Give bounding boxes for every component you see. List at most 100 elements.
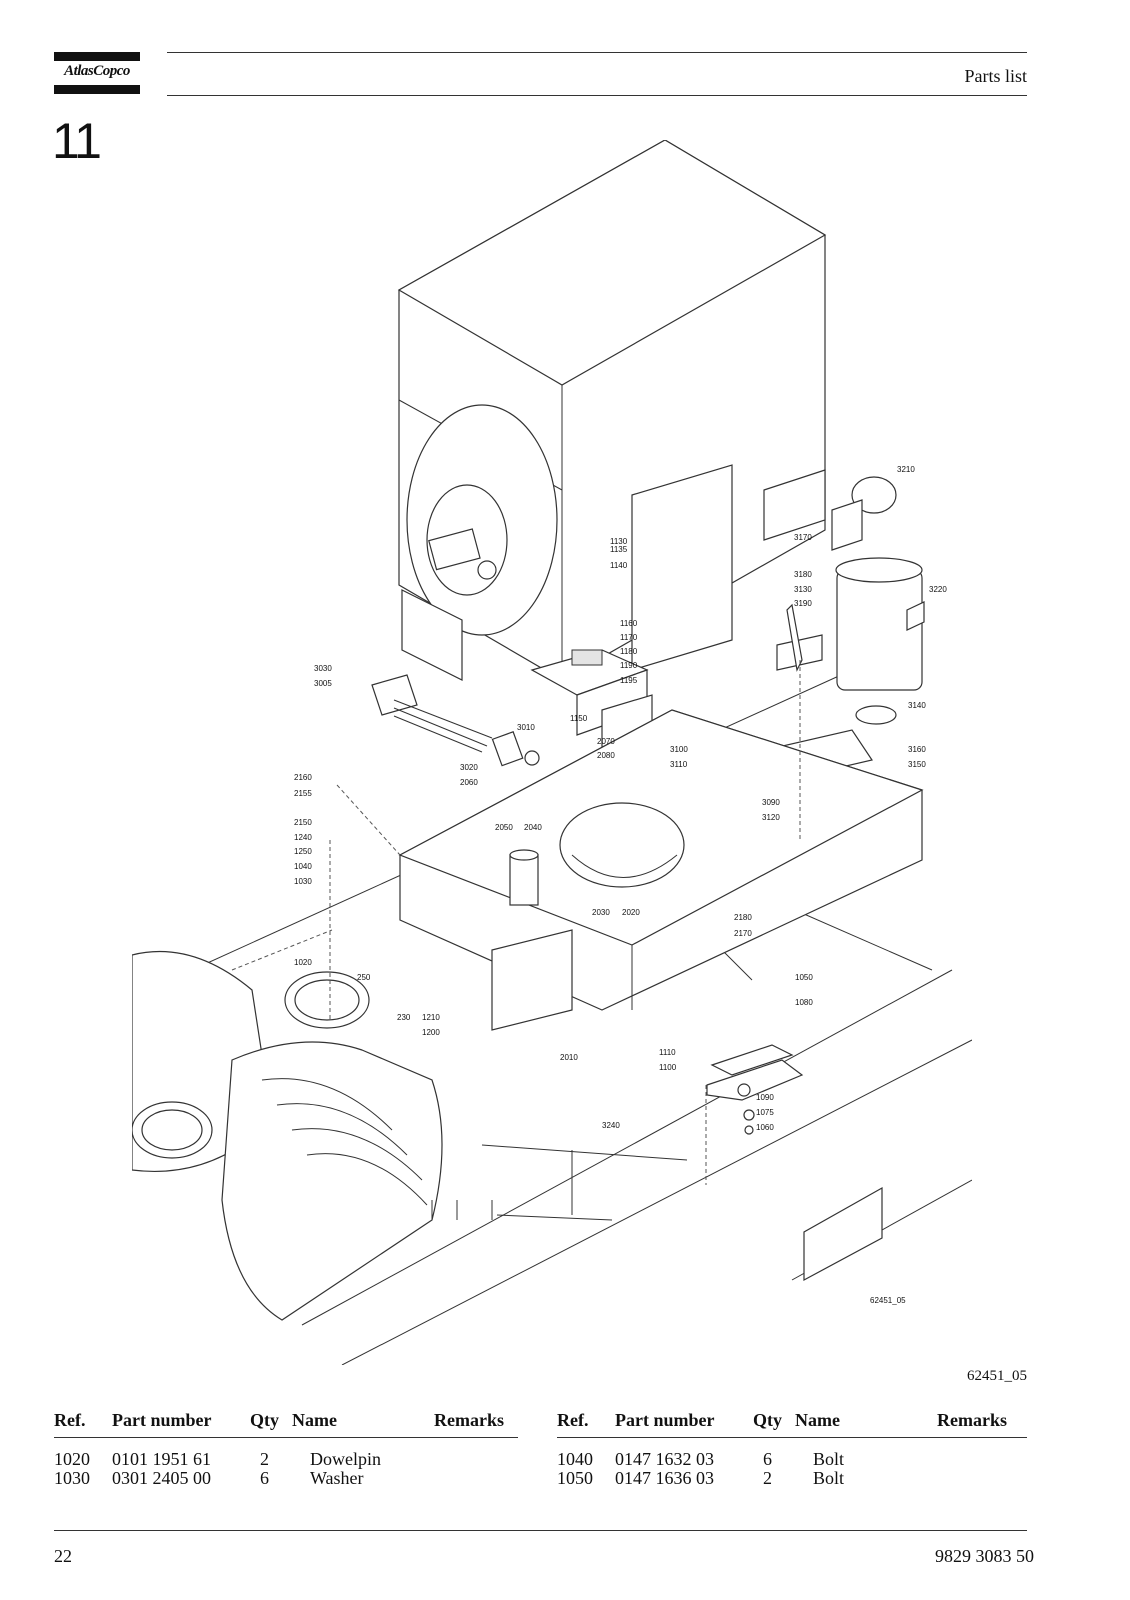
chapter-number: 11: [52, 113, 102, 169]
callout: 1130: [610, 537, 628, 546]
logo-bar-bottom: [54, 85, 140, 94]
col-remarks: Remarks: [937, 1410, 1027, 1438]
atlas-copco-logo: AtlasCopco: [54, 52, 140, 94]
callout: 1030: [294, 877, 312, 886]
callout: 2180: [734, 913, 752, 922]
callout: 3210: [897, 465, 915, 474]
callout: 3220: [929, 585, 947, 594]
parts-table-right: Ref. Part number Qty Name Remarks 1040 0…: [557, 1410, 1027, 1488]
callout: 1140: [610, 561, 628, 570]
callout: 3240: [602, 1121, 620, 1130]
cell-ref: 1020: [54, 1449, 90, 1469]
motor-housing: [397, 140, 827, 681]
callout: 1170: [620, 633, 638, 642]
assembly-dash-lines: [231, 660, 801, 1185]
callout: 2030: [592, 908, 610, 917]
mounting-foot: [706, 1044, 804, 1135]
callout: 1210: [422, 1013, 440, 1022]
callout: 1240: [294, 833, 312, 842]
callout: 1080: [795, 998, 813, 1007]
callout: 1050: [795, 973, 813, 982]
cell-name: Dowelpin: [310, 1449, 381, 1469]
cell-part-number: 0101 1951 61: [112, 1449, 211, 1469]
callout: 3090: [762, 798, 780, 807]
heater-element: [371, 674, 540, 767]
callout: 3150: [908, 760, 926, 769]
logo-bar-top: [54, 52, 140, 61]
callout: 2170: [734, 929, 752, 938]
table-header-row: Ref. Part number Qty Name Remarks: [557, 1410, 1027, 1438]
cell-name: Bolt: [813, 1468, 845, 1488]
cell-ref: 1040: [557, 1449, 593, 1469]
callout-labels: 3210 1130 1135 1140 3170 3180 3130 3190 …: [294, 465, 947, 1305]
logo-brand-text: AtlasCopco: [64, 63, 130, 79]
callout: 3160: [908, 745, 926, 754]
col-ref: Ref.: [54, 1410, 112, 1438]
oil-tank: [398, 709, 924, 1031]
cell-qty: 6: [763, 1449, 772, 1469]
cell-qty: 2: [763, 1468, 772, 1488]
section-title: Parts list: [964, 66, 1027, 86]
callout: 1150: [570, 714, 588, 723]
col-ref: Ref.: [557, 1410, 615, 1438]
callout: 1060: [756, 1123, 774, 1132]
callout: 3170: [794, 533, 812, 542]
callout: 1090: [756, 1093, 774, 1102]
document-number: 9829 3083 50: [935, 1546, 1034, 1566]
cell-remarks: [434, 1469, 518, 1488]
callout: 250: [357, 973, 371, 982]
cell-ref: 1050: [557, 1468, 593, 1488]
table-header-row: Ref. Part number Qty Name Remarks: [54, 1410, 518, 1438]
callout: 2010: [560, 1053, 578, 1062]
col-remarks: Remarks: [434, 1410, 518, 1438]
cell-remarks: [937, 1438, 1027, 1470]
callout: 1195: [620, 676, 638, 685]
callout: 3120: [762, 813, 780, 822]
table-row: 1030 0301 2405 00 6 Washer: [54, 1469, 518, 1488]
callout: 2160: [294, 773, 312, 782]
cell-qty: 6: [260, 1468, 269, 1488]
cell-ref: 1030: [54, 1468, 90, 1488]
cell-part-number: 0301 2405 00: [112, 1468, 211, 1488]
callout: 3180: [794, 570, 812, 579]
callout: 1040: [294, 862, 312, 871]
cell-part-number: 0147 1632 03: [615, 1449, 714, 1469]
callout: 1180: [620, 647, 638, 656]
col-part-number: Part number: [112, 1410, 250, 1438]
parts-table-left: Ref. Part number Qty Name Remarks 1020 0…: [54, 1410, 518, 1488]
inner-figure-id: 62451_05: [870, 1296, 906, 1305]
cell-qty: 2: [260, 1449, 269, 1469]
callout: 2040: [524, 823, 542, 832]
callout: 1075: [756, 1108, 774, 1117]
callout: 3010: [517, 723, 535, 732]
exploded-parts-drawing: 3210 1130 1135 1140 3170 3180 3130 3190 …: [132, 140, 972, 1365]
callout: 2080: [597, 751, 615, 760]
col-qty: Qty: [250, 1410, 292, 1438]
callout: 1190: [620, 661, 638, 670]
cable-harness: [431, 1144, 688, 1221]
cell-name: Bolt: [813, 1449, 845, 1469]
header-rule-top: [167, 52, 1027, 53]
callout: 1110: [659, 1048, 676, 1057]
table-row: 1040 0147 1632 03 6 Bolt: [557, 1438, 1027, 1470]
callout: 230: [397, 1013, 411, 1022]
callout: 3130: [794, 585, 812, 594]
callout: 3190: [794, 599, 812, 608]
callout: 2150: [294, 818, 312, 827]
col-name: Name: [292, 1410, 434, 1438]
col-qty: Qty: [753, 1410, 795, 1438]
callout: 2050: [495, 823, 513, 832]
callout: 3020: [460, 763, 478, 772]
callout: 1100: [659, 1063, 677, 1072]
base-frame-outline: [191, 669, 972, 1365]
callout: 1020: [294, 958, 312, 967]
cell-remarks: [937, 1469, 1027, 1488]
callout: 3140: [908, 701, 926, 710]
callout: 1200: [422, 1028, 440, 1037]
callout: 1135: [610, 545, 628, 554]
compressor-element: [132, 950, 443, 1321]
header-rule-bottom: [167, 95, 1027, 96]
callout: 3005: [314, 679, 332, 688]
page-number: 22: [54, 1546, 72, 1566]
cell-name: Washer: [310, 1468, 364, 1488]
